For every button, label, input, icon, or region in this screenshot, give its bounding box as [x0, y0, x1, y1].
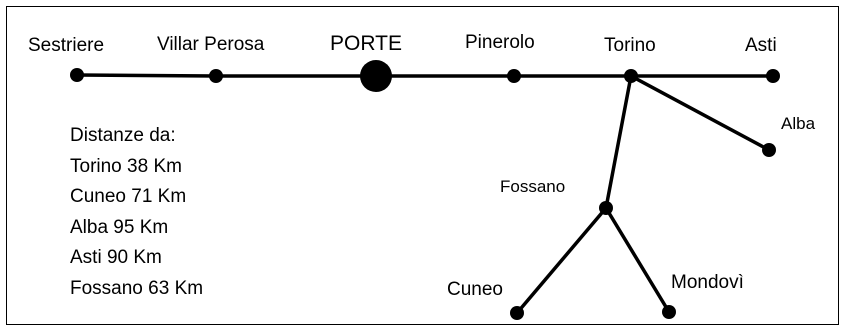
station-dot-alba — [762, 143, 776, 157]
route-torino-fossano — [604, 74, 633, 210]
station-dot-cuneo — [510, 306, 524, 320]
distance-item: Alba 95 Km — [70, 216, 169, 238]
label-porte: PORTE — [330, 32, 402, 55]
label-torino: Torino — [604, 35, 656, 56]
route-torino-alba — [629, 74, 771, 152]
distance-item: Asti 90 Km — [70, 247, 162, 268]
station-dot-villar — [209, 69, 223, 83]
station-dot-torino — [624, 69, 638, 83]
label-mondovi: Mondovì — [671, 272, 744, 293]
distances-panel: Distanze da: Torino 38 Km Cuneo 71 Km Al… — [70, 121, 203, 304]
station-dot-mondovi — [662, 305, 676, 319]
diagram-frame — [6, 6, 839, 325]
distance-item: Fossano 63 Km — [70, 277, 204, 299]
label-fossano: Fossano — [500, 177, 566, 196]
label-sestriere: Sestriere — [28, 35, 105, 56]
station-dot-fossano — [599, 201, 613, 215]
label-pinerolo: Pinerolo — [465, 32, 535, 53]
station-dot-porte — [360, 60, 392, 92]
route-fossano-mondovi — [604, 206, 671, 314]
label-cuneo: Cuneo — [447, 279, 503, 300]
station-dot-asti — [766, 69, 780, 83]
distance-item: Torino 38 Km — [70, 155, 182, 177]
station-dot-sestriere — [70, 68, 84, 82]
route-sestriere-villar — [75, 73, 218, 78]
label-asti: Asti — [745, 35, 777, 56]
distances-heading: Distanze da: — [70, 125, 176, 146]
station-dot-pinerolo — [507, 69, 521, 83]
route-fossano-cuneo — [515, 206, 608, 315]
label-villar-perosa: Villar Perosa — [157, 34, 265, 55]
label-alba: Alba — [781, 114, 816, 133]
distance-item: Cuneo 71 Km — [70, 186, 187, 207]
